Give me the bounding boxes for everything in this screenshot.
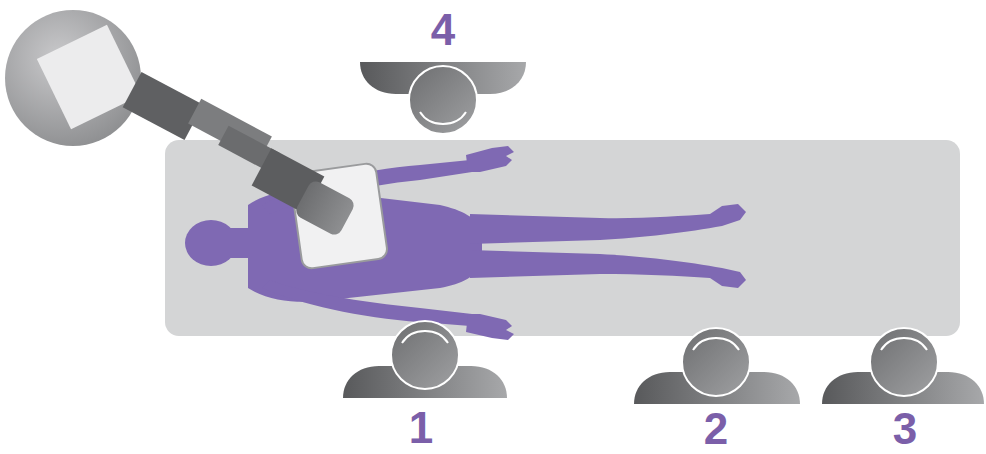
operating-table	[165, 140, 960, 336]
patient	[185, 146, 746, 340]
callout-number: 2	[704, 407, 728, 451]
callout-number: 3	[893, 407, 917, 451]
staff-member	[360, 62, 526, 134]
robot-column	[37, 25, 141, 129]
callout-number: 4	[431, 8, 455, 52]
robot-base	[5, 10, 141, 146]
staff-member	[822, 328, 984, 404]
callout-number: 1	[409, 406, 433, 450]
staff-member	[343, 321, 507, 398]
staff-member	[634, 328, 800, 404]
robot-arm	[123, 72, 357, 237]
